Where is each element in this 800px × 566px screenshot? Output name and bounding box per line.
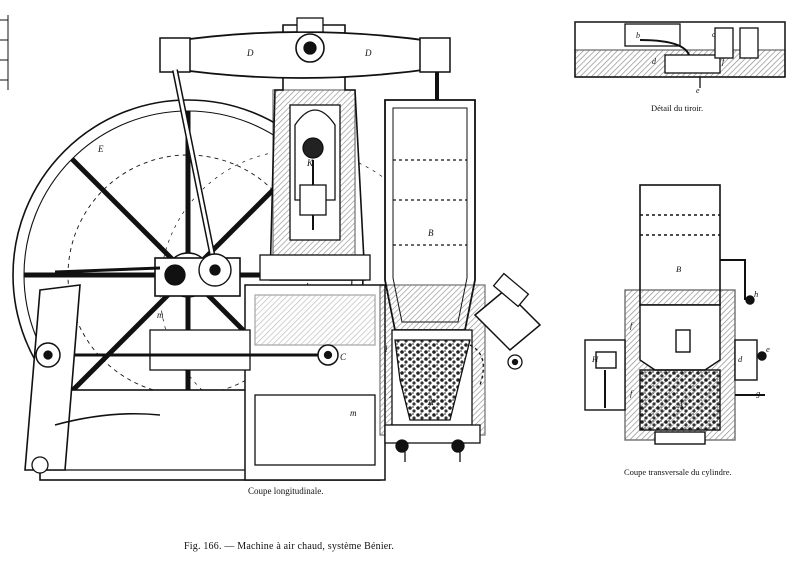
scale-fragment	[0, 15, 9, 90]
label-cylinder: B	[428, 228, 434, 238]
figure-caption: Fig. 166. — Machine à air chaud, système…	[184, 541, 395, 552]
valve-detail	[574, 21, 786, 88]
label-flywheel: E	[97, 144, 104, 154]
label-furnace: A	[427, 397, 434, 407]
label-side: l	[385, 344, 388, 354]
label-detail-d: d	[652, 57, 657, 66]
label-beam-right: D	[364, 48, 372, 58]
cross-section-caption: Coupe transversale du cylindre.	[624, 467, 732, 477]
label-crosshead: C	[340, 352, 347, 362]
label-beam-left: D	[246, 48, 254, 58]
base-frame	[39, 284, 386, 481]
label-cross-H: H	[591, 354, 599, 364]
label-cross-h: h	[754, 289, 758, 299]
beam	[159, 17, 451, 79]
cylinder	[379, 99, 486, 462]
crank-gear	[154, 253, 241, 297]
label-cross-f1: f	[630, 320, 634, 330]
valve-detail-caption: Détail du tiroir.	[651, 103, 704, 113]
cross-section	[584, 184, 767, 445]
label-cross-f2: f	[630, 388, 634, 398]
label-detail-c: c	[712, 30, 716, 39]
label-cross-cylinder: B	[676, 264, 681, 274]
label-cross-furnace: A	[677, 400, 684, 410]
label-frame: m	[157, 310, 164, 320]
longitudinal-caption: Coupe longitudinale.	[248, 486, 324, 496]
valve-pipe	[469, 272, 542, 386]
standard-column	[259, 24, 371, 281]
label-detail-e: e	[696, 86, 700, 95]
label-detail-f: f	[722, 57, 726, 66]
longitudinal-letters: D D E K B C m m l A	[97, 48, 434, 418]
longitudinal-section	[12, 17, 542, 481]
label-detail-b: b	[636, 31, 640, 40]
label-cross-g: g	[756, 388, 760, 398]
cross-section-letters: B A h e g f f H d	[591, 264, 770, 410]
label-cross-e: e	[766, 344, 770, 354]
label-frame-lower: m	[350, 408, 357, 418]
valve-detail-letters: b c d e f	[636, 30, 726, 95]
label-cross-d: d	[738, 354, 743, 364]
label-regulator: K	[306, 158, 314, 168]
